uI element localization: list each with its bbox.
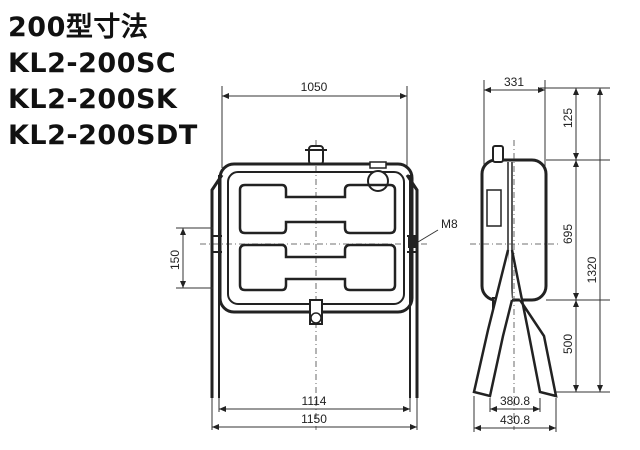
side-base-inner-label: 380.8 [500, 394, 530, 408]
fill-cap-icon [308, 145, 324, 165]
front-view: 1050 M8 [168, 80, 458, 430]
side-base-outer-label: 430.8 [500, 413, 530, 427]
side-depth-label: 331 [504, 75, 524, 89]
bolt-leader-line [417, 229, 439, 243]
tank-height-label: 695 [561, 224, 575, 244]
leg-outer-width-label: 1150 [301, 412, 327, 426]
side-fill-cap-icon [492, 145, 504, 163]
title-model-sdt: KL2-200SDT [8, 120, 198, 151]
side-label-plate [486, 189, 502, 227]
leg-height-label: 500 [561, 334, 575, 354]
lower-tank-relief [238, 243, 397, 292]
level-gauge-icon [367, 170, 389, 192]
side-leg-front [472, 249, 514, 398]
bolt-label: M8 [441, 217, 458, 231]
side-view: 331 125 695 500 1320 [470, 75, 610, 432]
mounting-bolt-icon [408, 236, 418, 248]
title-model-sc: KL2-200SC [8, 48, 177, 79]
title-model-sk: KL2-200SK [8, 84, 178, 115]
upper-tank-relief [238, 183, 397, 235]
model-title-block: 200型寸法 KL2-200SC KL2-200SK KL2-200SDT [8, 10, 198, 154]
bracket-height-label: 150 [168, 250, 182, 270]
side-leg-rear [510, 249, 558, 398]
front-width-label: 1050 [301, 80, 328, 94]
top-offset-label: 125 [561, 108, 575, 128]
leg-inner-width-label: 1114 [302, 394, 327, 408]
total-height-label: 1320 [585, 256, 599, 283]
title-type-dimensions: 200型寸法 [8, 12, 149, 43]
